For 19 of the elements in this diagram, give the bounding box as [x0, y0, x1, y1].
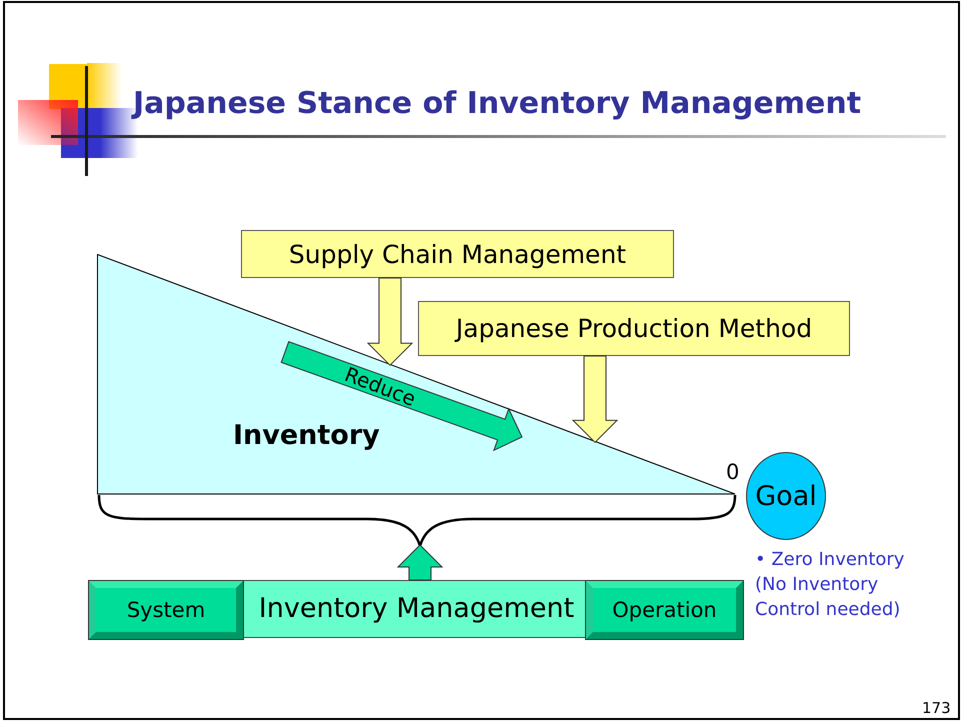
bar-label: Inventory Management — [258, 593, 576, 624]
triangle-label: Inventory — [233, 420, 380, 451]
bevel-panel — [586, 581, 743, 639]
inventory-management-bar — [88, 580, 742, 638]
note-text: • Zero Inventory (No Inventory Control needed) — [755, 548, 906, 622]
slide-title: Japanese Stance of Inventory Management — [133, 86, 862, 121]
block-arrow — [366, 278, 414, 366]
panel-label: Operation — [612, 598, 717, 622]
box-label: Supply Chain Management — [288, 240, 626, 268]
block-arrow — [396, 544, 444, 580]
zero-mark: 0 — [726, 460, 740, 484]
page-number: 173 — [922, 699, 951, 717]
label-box — [241, 230, 674, 278]
panel-label: System — [126, 598, 206, 622]
box-label: Japanese Production Method — [456, 314, 812, 343]
goal-label: Goal — [755, 480, 817, 512]
bevel-panel — [89, 581, 243, 639]
label-box — [418, 301, 850, 356]
block-arrow — [572, 356, 618, 444]
